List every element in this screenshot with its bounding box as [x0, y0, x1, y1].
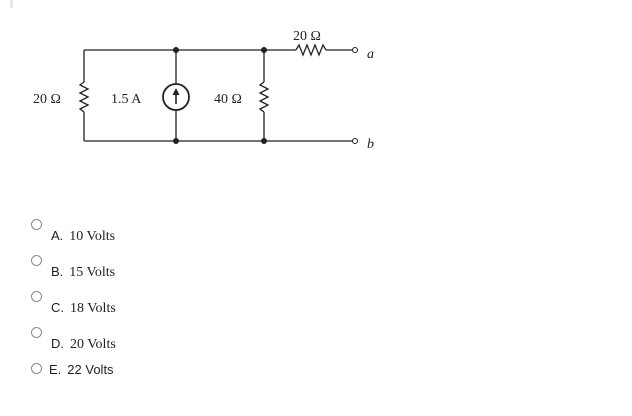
current-source-label: 1.5 A	[111, 92, 142, 107]
option-c-label[interactable]: C. 18 Volts	[51, 299, 116, 317]
junction-dot	[261, 47, 267, 53]
left-resistor-label: 20 Ω	[33, 92, 61, 107]
option-b-letter: B.	[51, 264, 64, 279]
option-a-label[interactable]: A. 10 Volts	[51, 227, 115, 245]
option-a-radio[interactable]	[31, 219, 42, 230]
terminal-b-node	[351, 137, 359, 145]
option-e-letter: E.	[49, 362, 62, 377]
circuit-diagram: 20 Ω 1.5 A 40 Ω 20 Ω a b	[33, 29, 374, 152]
option-b-radio[interactable]	[31, 255, 42, 266]
junction-dot	[261, 138, 267, 144]
terminal-b-label: b	[367, 137, 374, 152]
option-a-letter: A.	[51, 228, 64, 243]
series-resistor-label: 20 Ω	[293, 29, 321, 44]
option-b-label[interactable]: B. 15 Volts	[51, 263, 115, 281]
junction-dot	[173, 47, 179, 53]
scrollbar-edge-marker	[10, 0, 13, 8]
option-d-letter: D.	[51, 336, 64, 351]
middle-resistor-label: 40 Ω	[214, 92, 242, 107]
terminal-a-node	[351, 46, 359, 54]
circuit-wires	[78, 43, 354, 142]
option-e-text: 22 Volts	[67, 362, 114, 377]
left-resistor	[78, 81, 90, 113]
option-e-label[interactable]: E. 22 Volts	[49, 361, 114, 379]
option-c-letter: C.	[51, 300, 64, 315]
junction-dot	[173, 138, 179, 144]
terminal-a-label: a	[367, 47, 374, 62]
current-source-arrow-icon	[172, 88, 180, 104]
option-b-text: 15 Volts	[69, 265, 116, 280]
option-c-text: 18 Volts	[70, 301, 116, 316]
option-d-radio[interactable]	[31, 327, 42, 338]
junction-dots	[173, 47, 267, 144]
option-a-text: 10 Volts	[69, 229, 116, 244]
option-d-label[interactable]: D. 20 Volts	[51, 335, 116, 353]
option-c-radio[interactable]	[31, 291, 42, 302]
middle-resistor	[258, 81, 270, 113]
option-d-text: 20 Volts	[70, 337, 116, 352]
option-e-radio[interactable]	[31, 363, 42, 374]
series-resistor	[295, 43, 327, 57]
